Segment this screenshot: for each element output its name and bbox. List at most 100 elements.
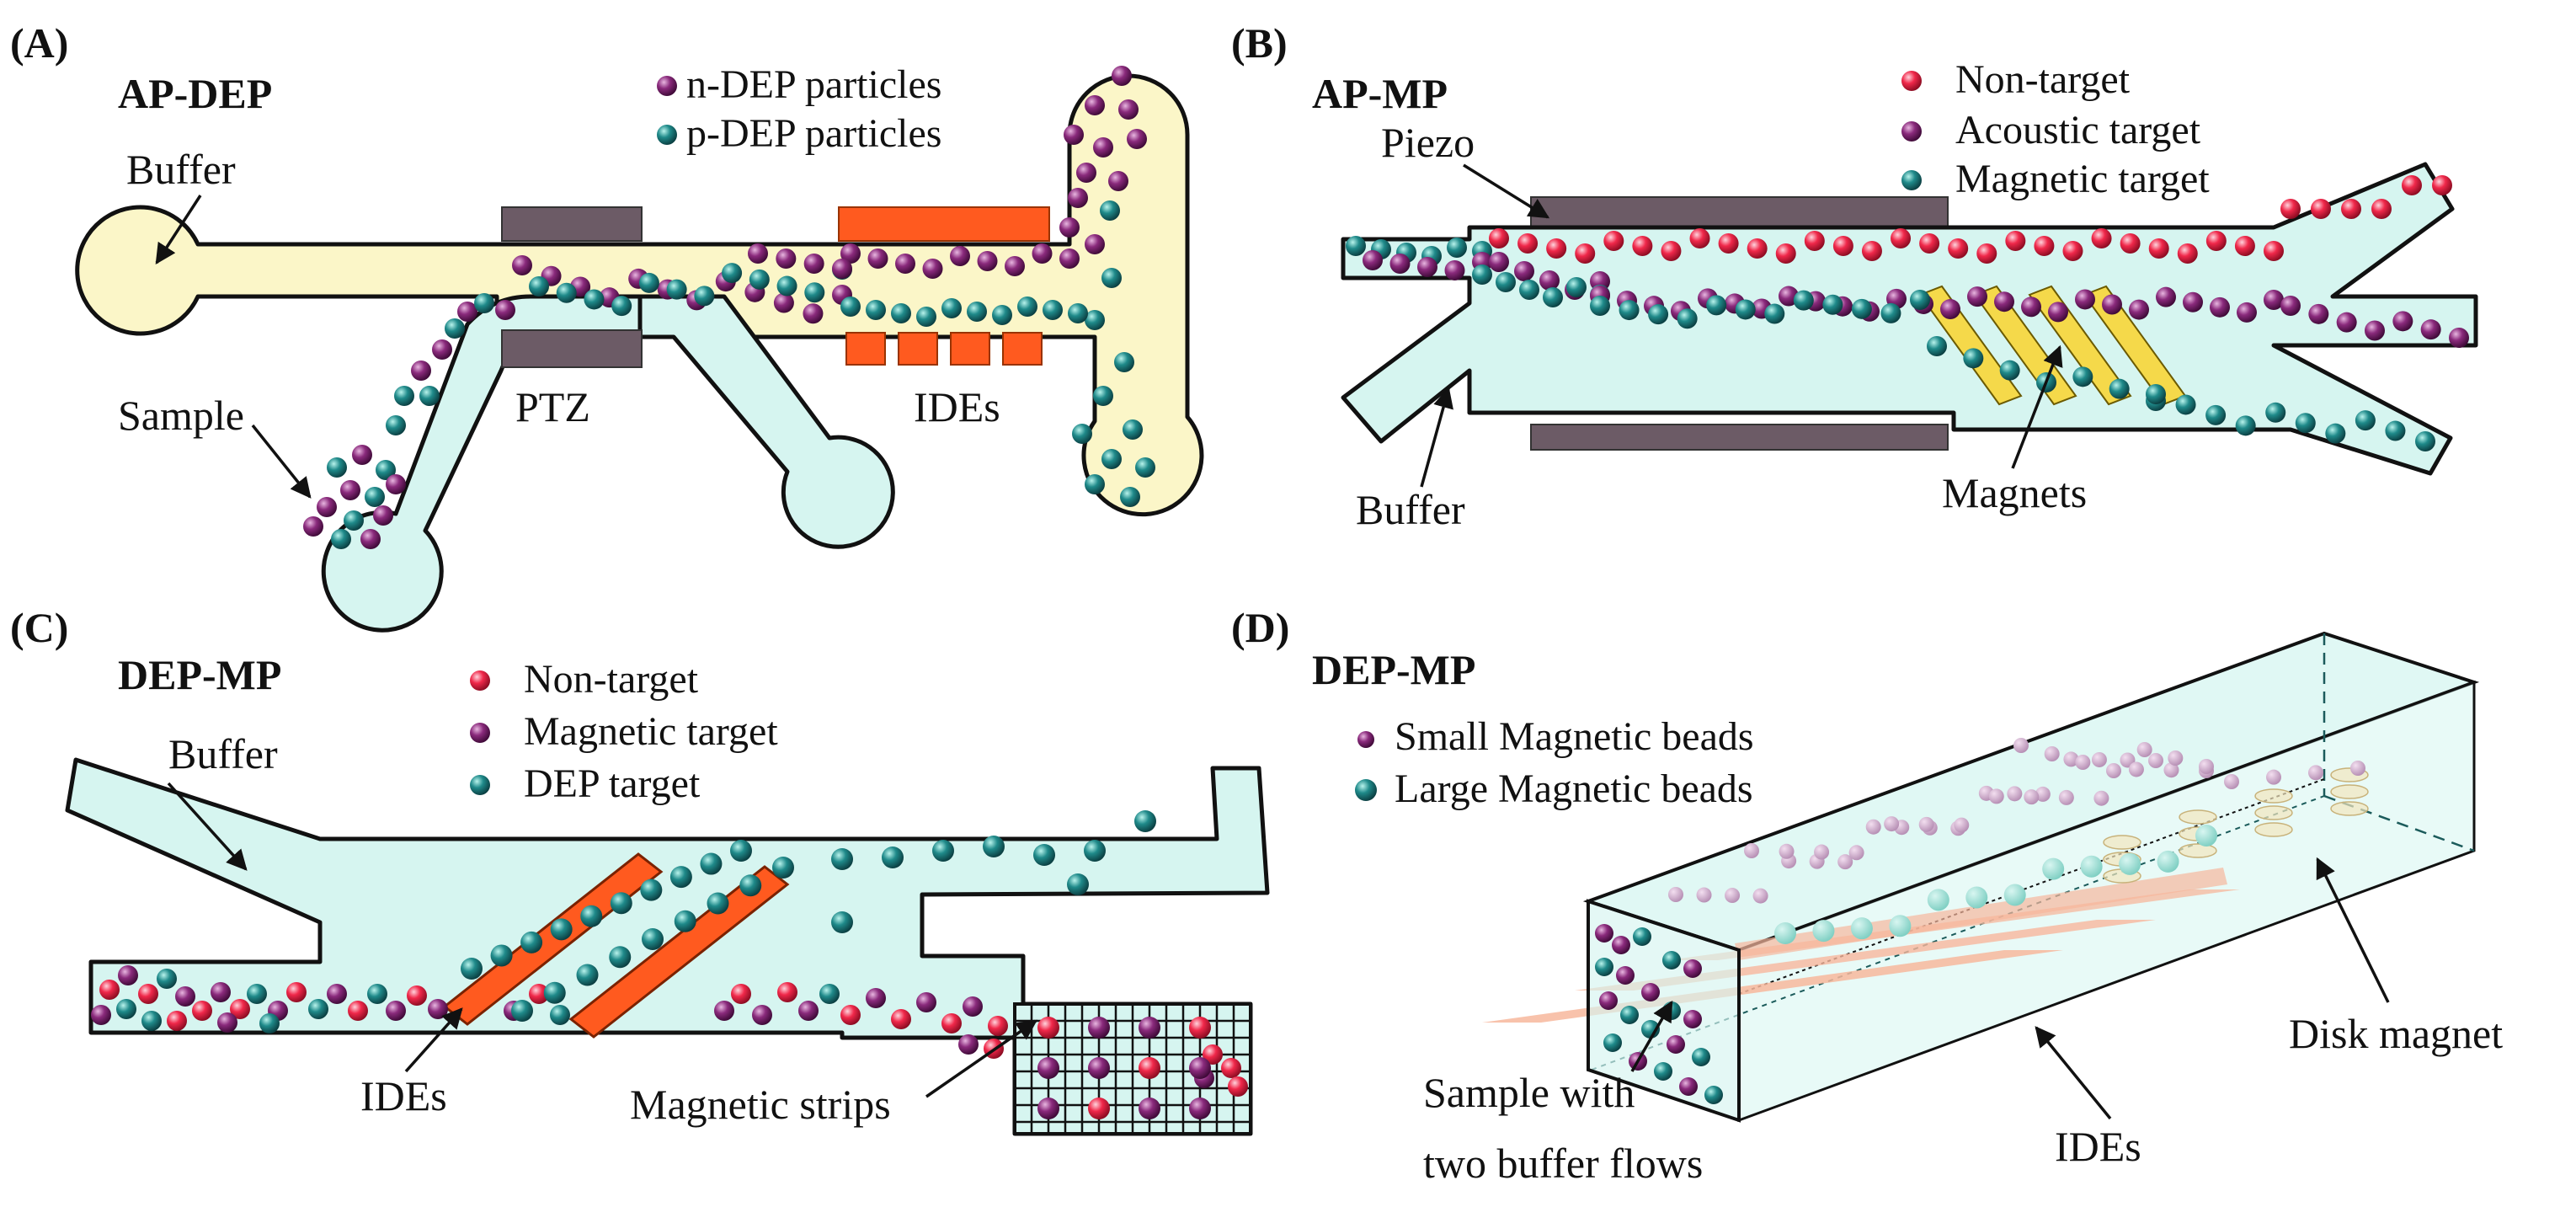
particle-purple xyxy=(1112,66,1132,86)
particle-teal-faint xyxy=(1774,922,1796,944)
particle-teal xyxy=(2385,420,2406,441)
particle-red xyxy=(1228,1076,1248,1097)
particle-purple-faint xyxy=(2007,786,2023,802)
particle-red xyxy=(2005,231,2026,251)
particle-teal xyxy=(1084,840,1106,862)
particle-teal xyxy=(394,386,414,406)
particle-teal xyxy=(2415,431,2435,451)
c-buffer-label: Buffer xyxy=(168,730,278,777)
a-ides-label: IDEs xyxy=(914,383,1000,430)
particle-teal xyxy=(1447,238,1467,258)
a-legend-pdep: p-DEP particles xyxy=(686,111,941,156)
particle-purple xyxy=(1641,983,1660,1001)
particle-red xyxy=(2311,199,2331,219)
particle-red xyxy=(1747,238,1768,259)
particle-purple xyxy=(866,988,886,1008)
particle-teal xyxy=(1999,360,2020,381)
a-outlet-channel xyxy=(637,294,895,549)
a-buffer-arrow xyxy=(155,195,202,265)
particle-purple xyxy=(1363,250,1383,270)
particle-teal xyxy=(1496,272,1516,292)
particle-purple xyxy=(2237,302,2257,323)
particle-teal xyxy=(1085,474,1105,494)
d-legend-marker-small xyxy=(1357,731,1374,748)
particle-purple xyxy=(1085,234,1105,254)
disk-magnet xyxy=(2330,784,2369,799)
particle-teal xyxy=(1120,487,1140,507)
d-front-particles xyxy=(1595,924,1723,1104)
particle-teal xyxy=(529,276,549,296)
particle-purple xyxy=(1037,1098,1059,1119)
particle-teal-faint xyxy=(2157,850,2179,873)
particle-purple xyxy=(1940,299,1960,320)
particle-purple-faint xyxy=(2266,769,2281,785)
particle-teal xyxy=(609,946,632,969)
particle-purple xyxy=(2183,291,2203,312)
particle-purple xyxy=(386,1001,406,1021)
disk-magnet xyxy=(2330,801,2369,816)
particle-teal xyxy=(2072,366,2093,387)
particle-red xyxy=(1139,1057,1160,1079)
particle-purple xyxy=(175,986,195,1007)
particle-teal xyxy=(891,303,911,323)
particle-red xyxy=(1804,231,1825,251)
particle-red xyxy=(2148,238,2169,259)
particle-purple xyxy=(1068,188,1088,208)
d-legend-large: Large Magnetic beads xyxy=(1395,766,1753,811)
c-particles xyxy=(91,810,1248,1119)
particle-teal xyxy=(932,840,954,862)
particle-teal xyxy=(1085,310,1105,330)
particle-red xyxy=(1689,228,1710,248)
particle-purple xyxy=(867,248,888,269)
particle-teal xyxy=(983,836,1005,857)
particle-teal xyxy=(116,999,136,1019)
d-particles xyxy=(1668,738,2365,944)
particle-teal xyxy=(840,296,861,317)
particle-purple-faint xyxy=(2106,763,2121,778)
particle-purple xyxy=(352,445,372,465)
particle-red xyxy=(941,1013,962,1033)
particle-teal xyxy=(1067,873,1089,895)
particle-red xyxy=(2062,241,2083,261)
particle-purple-faint xyxy=(1918,816,1934,832)
particle-purple xyxy=(1683,1010,1702,1028)
particle-teal xyxy=(1472,264,1492,285)
particle-purple xyxy=(411,360,431,381)
particle-red xyxy=(1517,233,1539,254)
particle-purple-faint xyxy=(2163,762,2179,778)
particle-purple xyxy=(950,246,970,266)
particle-teal xyxy=(2355,410,2376,431)
particle-purple-faint xyxy=(1884,816,1900,832)
particle-teal xyxy=(1620,1006,1639,1024)
particle-purple-faint xyxy=(2148,753,2163,768)
particle-purple xyxy=(1032,243,1053,264)
particle-purple xyxy=(922,259,943,279)
particle-teal xyxy=(2295,413,2316,434)
particle-teal xyxy=(1648,304,1669,325)
particle-red xyxy=(2432,175,2452,195)
particle-red xyxy=(1661,241,1682,261)
particle-red xyxy=(1203,1044,1223,1065)
particle-teal-faint xyxy=(1965,886,1988,909)
a-particles xyxy=(303,66,1155,549)
c-strips-arrow xyxy=(925,1019,1038,1098)
particle-teal-faint xyxy=(1927,889,1949,911)
particle-teal xyxy=(1603,1033,1622,1052)
particle-purple-faint xyxy=(1668,887,1683,902)
particle-teal xyxy=(831,911,853,933)
particle-purple-faint xyxy=(1837,854,1853,870)
particle-teal xyxy=(1692,1048,1710,1066)
particle-teal xyxy=(730,840,752,862)
particle-teal xyxy=(308,999,328,1019)
panel-a: (A) AP-DEP n-DEP particles p-DEP particl… xyxy=(10,19,1204,633)
particle-purple xyxy=(977,251,998,271)
particle-red xyxy=(2034,236,2055,256)
particle-purple xyxy=(2102,294,2122,315)
panel-d-label: (D) xyxy=(1231,604,1289,651)
particle-teal xyxy=(2265,402,2286,423)
particle-purple xyxy=(91,1005,111,1025)
panel-a-title: AP-DEP xyxy=(118,70,272,117)
particle-purple xyxy=(1127,129,1147,149)
particle-teal xyxy=(376,460,396,480)
particle-teal xyxy=(722,263,743,284)
